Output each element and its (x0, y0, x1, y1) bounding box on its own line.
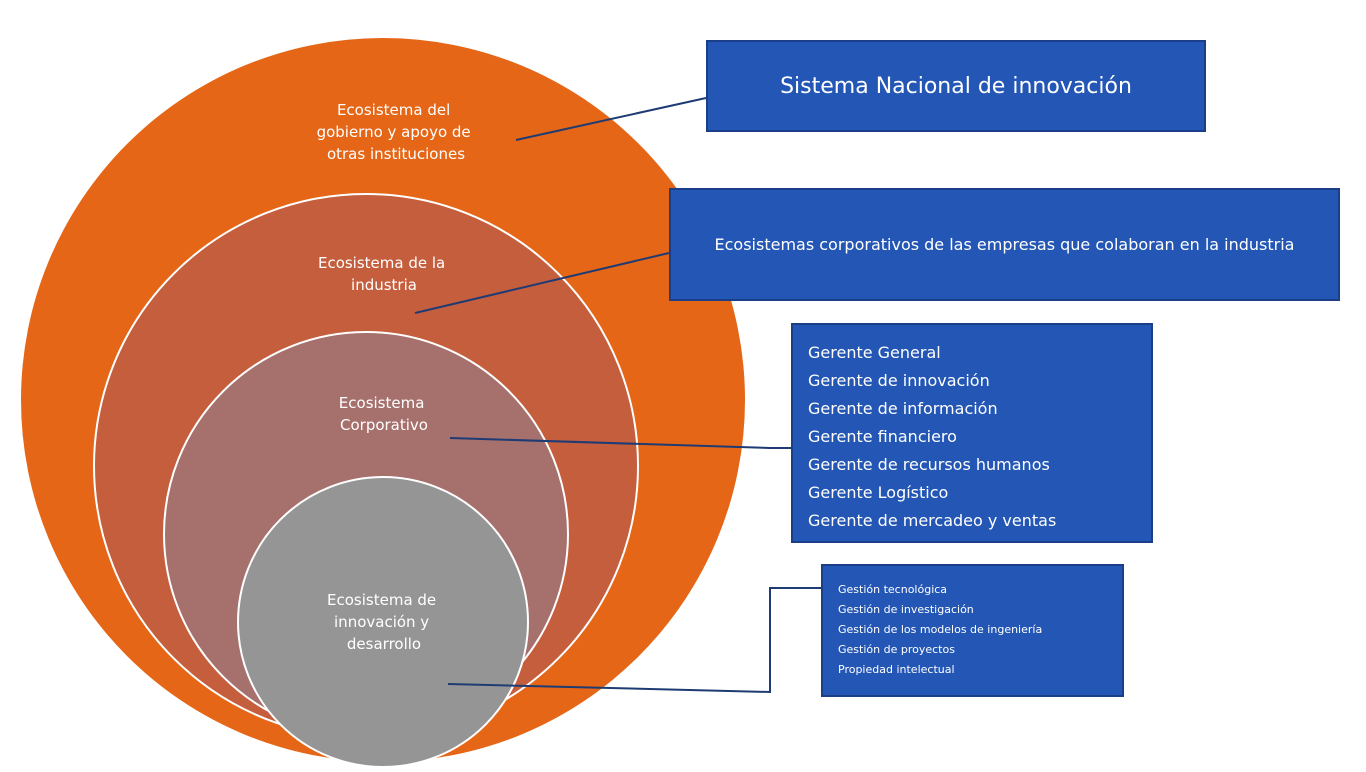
list-item: Propiedad intelectual (838, 663, 955, 676)
box-sistema-nacional: Sistema Nacional de innovación (706, 40, 1206, 132)
list-item: Gerente General (808, 343, 941, 362)
gestion-list: Gestión tecnológica Gestión de investiga… (838, 580, 1122, 680)
ring-label-line: industria (351, 276, 417, 294)
gerentes-list: Gerente General Gerente de innovación Ge… (808, 339, 1151, 535)
ring-label-line: innovación y (334, 613, 429, 631)
connector-industry-to-corporativos (414, 252, 670, 314)
ring-label-line: otras instituciones (327, 145, 465, 163)
ring-label-line: Ecosistema del (337, 101, 450, 119)
ring-label-government: Ecosistema del gobierno y apoyo de otras… (317, 101, 476, 163)
list-item: Gerente de recursos humanos (808, 455, 1050, 474)
ring-label-industry: Ecosistema de la industria (318, 254, 450, 294)
ring-label-line: Corporativo (340, 416, 428, 434)
connector-government-to-sistema (515, 97, 707, 141)
ring-label-line: gobierno y apoyo de (317, 123, 471, 141)
list-item: Gerente Logístico (808, 483, 949, 502)
list-item: Gerente de mercadeo y ventas (808, 511, 1057, 530)
ring-innovation-ecosystem (237, 476, 529, 768)
list-item: Gestión tecnológica (838, 583, 948, 596)
ring-label-line: Ecosistema de la (318, 254, 445, 272)
list-item: Gestión de investigación (838, 603, 974, 616)
box-gerentes: Gerente General Gerente de innovación Ge… (791, 323, 1153, 543)
ring-label-line: desarrollo (347, 635, 421, 653)
box-sistema-nacional-text: Sistema Nacional de innovación (780, 73, 1132, 99)
list-item: Gerente de información (808, 399, 998, 418)
list-item: Gestión de los modelos de ingeniería (838, 623, 1043, 636)
ring-label-innovation: Ecosistema de innovación y desarrollo (327, 591, 441, 653)
list-item: Gerente financiero (808, 427, 957, 446)
list-item: Gestión de proyectos (838, 643, 955, 656)
ring-label-corporate: Ecosistema Corporativo (339, 394, 429, 434)
connector-corporate-to-gerentes (449, 437, 791, 449)
box-gestion: Gestión tecnológica Gestión de investiga… (821, 564, 1124, 697)
ring-label-line: Ecosistema de (327, 591, 436, 609)
box-ecosistemas-corporativos: Ecosistemas corporativos de las empresas… (669, 188, 1340, 301)
box-ecosistemas-corporativos-text: Ecosistemas corporativos de las empresas… (714, 235, 1295, 254)
connector-innovation-to-gestion (447, 587, 821, 694)
list-item: Gerente de innovación (808, 371, 990, 390)
ring-label-line: Ecosistema (339, 394, 425, 412)
